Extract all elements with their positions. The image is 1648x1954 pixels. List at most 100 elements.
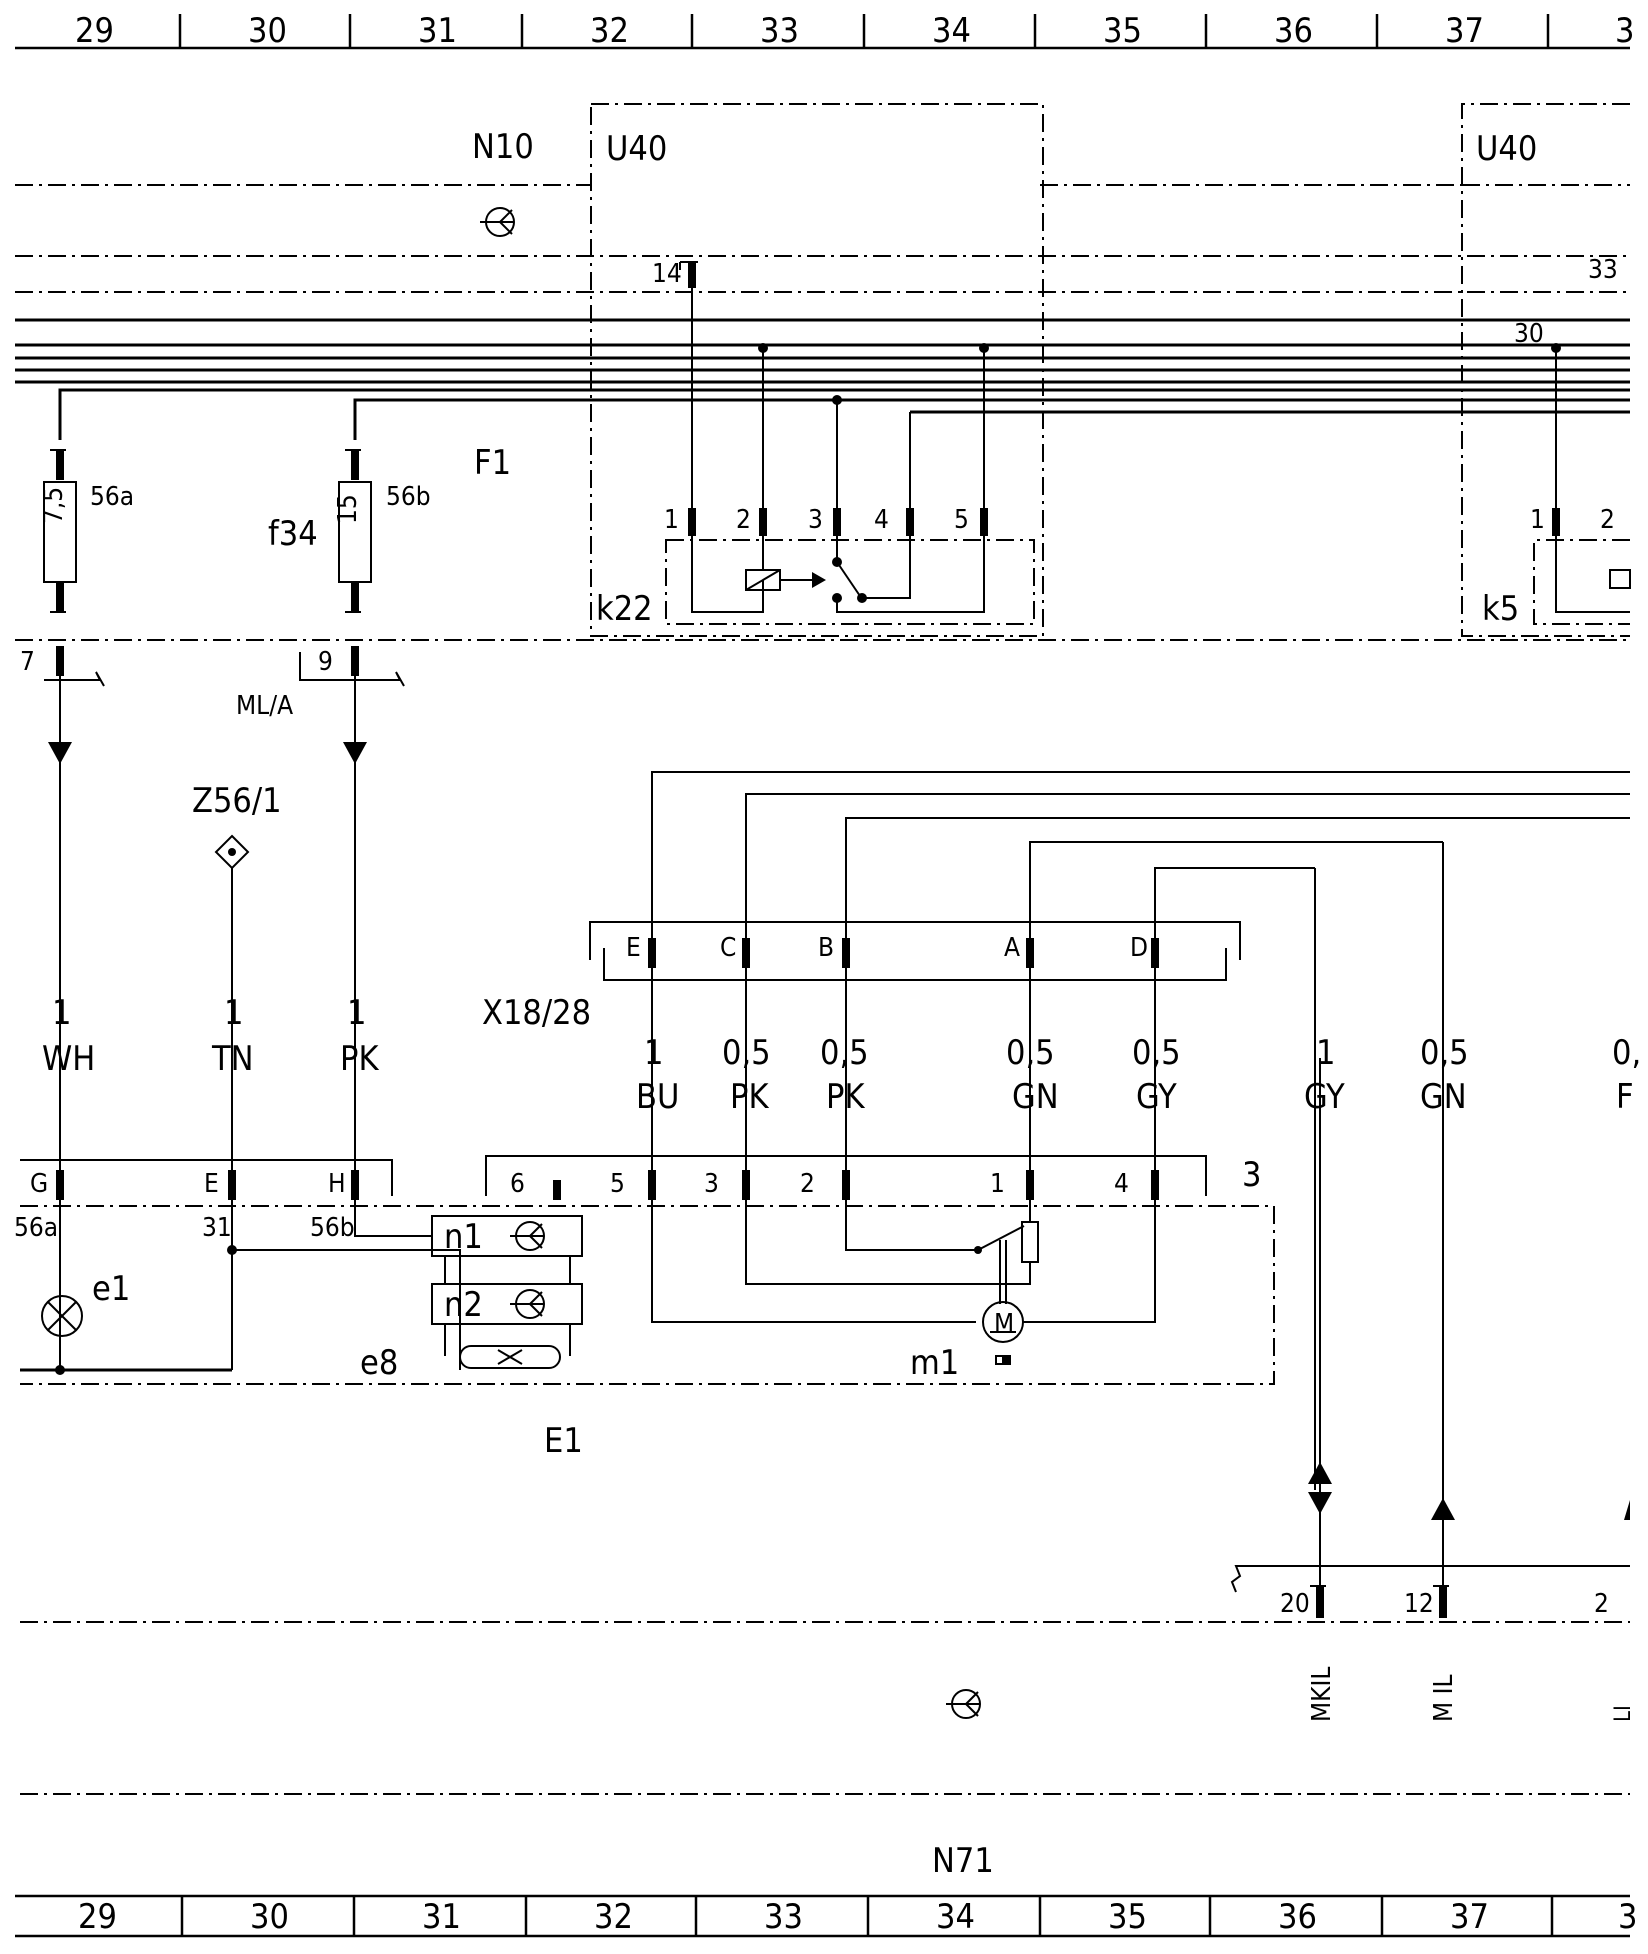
wire-9-size: 1 xyxy=(1316,1033,1335,1073)
grid-col-32: 32 xyxy=(590,11,629,51)
bottom-grid-col-30: 30 xyxy=(250,1897,289,1937)
wire-5-color: PK xyxy=(730,1077,769,1117)
z56-1-label: Z56/1 xyxy=(192,781,282,821)
relay-k22: k22 1 2 3 4 5 xyxy=(596,270,1035,629)
z56-1-connector: Z56/1 xyxy=(192,781,282,1370)
grid-col-31: 31 xyxy=(418,11,457,51)
e1-pin-4: 4 xyxy=(1114,1169,1129,1199)
grid-col-34: 34 xyxy=(932,11,971,51)
wire-8-color: GY xyxy=(1136,1077,1177,1117)
e1-term-56a: 56a xyxy=(14,1213,58,1243)
x18-pin-d: D xyxy=(1130,933,1148,963)
e1-term-56b: 56b xyxy=(310,1213,355,1243)
wire-11-size: 0, xyxy=(1612,1033,1641,1073)
fuse-15: 15 56b xyxy=(333,449,431,613)
wire-3-color: PK xyxy=(340,1039,379,1079)
k5-pin-2: 2 xyxy=(1600,505,1615,535)
e1-lamp-label: e1 xyxy=(92,1269,130,1309)
u40-right-label: U40 xyxy=(1476,129,1537,169)
x18-pin-a: A xyxy=(1004,933,1020,963)
k5-pin-1: 1 xyxy=(1530,505,1545,535)
fuse-out-pin-9: 9 xyxy=(318,647,333,677)
ml-a-label: ML/A xyxy=(236,691,293,721)
e1-pin-h: H xyxy=(328,1169,346,1199)
bulb-icon xyxy=(459,1345,561,1369)
wire-2-size: 1 xyxy=(224,993,243,1033)
grid-col-33: 33 xyxy=(760,11,799,51)
wire-1-size: 1 xyxy=(52,993,71,1033)
fuse-2-terminal: 56b xyxy=(386,482,431,512)
x18-feed-lines xyxy=(651,771,1630,1560)
n2-label: n2 xyxy=(444,1285,483,1325)
e1-module: E1 e8 m1 e1 n1 n2 xyxy=(20,1200,1275,1461)
bottom-grid-col-32: 32 xyxy=(594,1897,633,1937)
k22-label: k22 xyxy=(596,589,653,629)
e1-pin-e: E xyxy=(204,1169,219,1199)
f1-label: F1 xyxy=(474,443,511,483)
grid-col-29: 29 xyxy=(75,11,114,51)
u40-pin-14: 14 xyxy=(652,259,682,289)
wire-10-color: GN xyxy=(1420,1077,1467,1117)
e1-pin-5: 5 xyxy=(610,1169,625,1199)
motor-m: M xyxy=(994,1309,1014,1339)
e1-connector-left: G E H 56a 31 56b xyxy=(14,1159,393,1243)
wire-1-color: WH xyxy=(42,1039,95,1079)
signal-mkil: MKIL xyxy=(1307,1667,1337,1722)
fuse-2-rating: 15 xyxy=(333,494,363,524)
wire-6-size: 0,5 xyxy=(820,1033,869,1073)
x18-pin-e: E xyxy=(626,933,641,963)
bottom-grid-col-33: 33 xyxy=(764,1897,803,1937)
n1-module xyxy=(431,1215,583,1257)
e1-label: E1 xyxy=(544,1421,583,1461)
transistor-icon xyxy=(510,1221,545,1251)
wire-8-size: 0,5 xyxy=(1132,1033,1181,1073)
m1-label: m1 xyxy=(910,1343,959,1383)
bottom-grid-col-34: 34 xyxy=(936,1897,975,1937)
n71-label: N71 xyxy=(932,1841,994,1881)
n71-connections: 20 12 2 MKIL M IL LI N71 xyxy=(20,1058,1636,1881)
lamp-icon xyxy=(41,1295,83,1337)
x18-pin-b: B xyxy=(818,933,834,963)
e1-term-31: 31 xyxy=(202,1213,232,1243)
power-bus xyxy=(15,318,1630,440)
wire-4-size: 1 xyxy=(644,1033,663,1073)
grid-col-36: 36 xyxy=(1274,11,1313,51)
e1-connector-3: 3 xyxy=(1242,1155,1261,1195)
n71-pin-20: 20 xyxy=(1280,1589,1310,1619)
bottom-grid-col-36: 36 xyxy=(1278,1897,1317,1937)
n10-label: N10 xyxy=(472,127,534,167)
e1-pin-3: 3 xyxy=(704,1169,719,1199)
e1-pin-6: 6 xyxy=(510,1169,525,1199)
fuse-1-rating: 7,5 xyxy=(39,487,69,524)
fuse-box-f1: F1 f34 7,5 56a 15 56b xyxy=(39,443,511,613)
wire-7-size: 0,5 xyxy=(1006,1033,1055,1073)
fuse-7-5: 7,5 56a xyxy=(39,449,134,613)
ground-symbol-icon xyxy=(480,207,515,237)
wire-2-color: TN xyxy=(211,1039,254,1079)
wire-7-color: GN xyxy=(1012,1077,1059,1117)
e1-pin-g: G xyxy=(30,1169,48,1199)
potentiometer-icon xyxy=(1021,1221,1039,1263)
k22-pin-2: 2 xyxy=(736,505,751,535)
k5-label: k5 xyxy=(1482,589,1519,629)
wire-4-color: BU xyxy=(636,1077,679,1117)
connector-x18-28: X18/28 E C B A D xyxy=(482,921,1241,1170)
signal-li: LI xyxy=(1611,1705,1636,1722)
k22-pin-4: 4 xyxy=(874,505,889,535)
grid-col-37: 37 xyxy=(1445,11,1484,51)
wire-11-color: F xyxy=(1616,1077,1634,1117)
bottom-grid-col-37: 37 xyxy=(1450,1897,1489,1937)
n71-pin-2: 2 xyxy=(1594,1589,1609,1619)
f34-label: f34 xyxy=(268,514,318,554)
bottom-grid-col-29: 29 xyxy=(78,1897,117,1937)
grid-col-38: 3 xyxy=(1615,11,1634,51)
e1-connector-right: 6 5 3 2 1 4 3 xyxy=(485,1155,1261,1200)
fuse-1-terminal: 56a xyxy=(90,482,134,512)
k22-pin-3: 3 xyxy=(808,505,823,535)
bottom-grid-ruler: 29 30 31 32 33 34 35 36 37 3 xyxy=(15,1894,1637,1938)
u40-pin-33: 33 xyxy=(1588,255,1618,285)
e8-label: e8 xyxy=(360,1343,398,1383)
wire-10-size: 0,5 xyxy=(1420,1033,1469,1073)
e1-pin-1: 1 xyxy=(990,1169,1005,1199)
